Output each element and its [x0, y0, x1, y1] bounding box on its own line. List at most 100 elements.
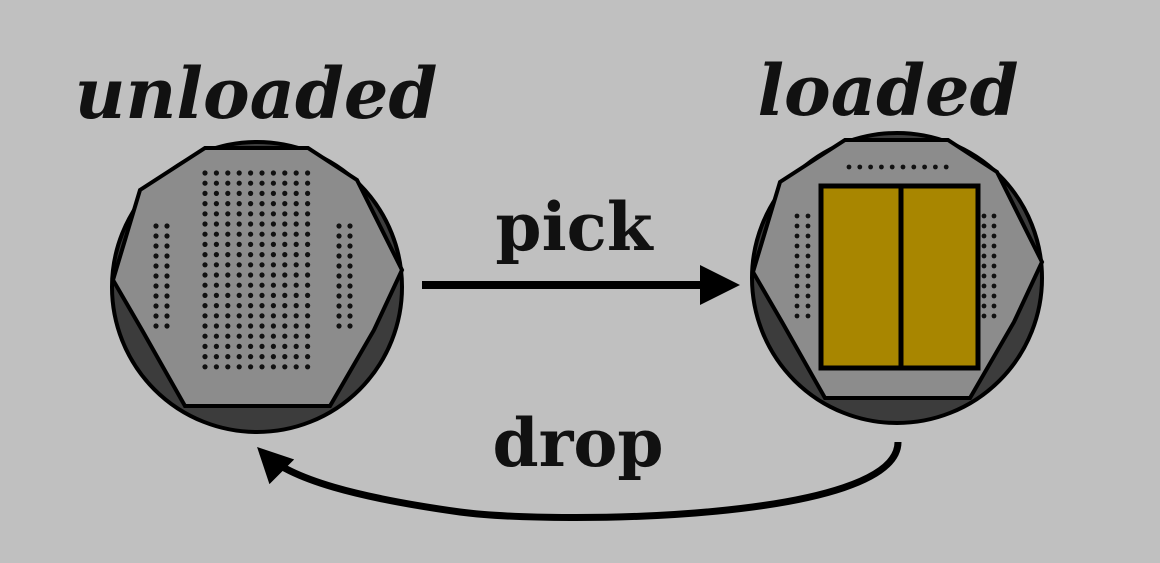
- plate-hole: [213, 180, 219, 186]
- plate-hole: [347, 273, 353, 279]
- plate-hole: [202, 231, 208, 237]
- plate-hole: [991, 213, 997, 219]
- plate-hole: [259, 282, 265, 288]
- plate-hole: [911, 164, 917, 170]
- state-label-unloaded: unloaded: [75, 52, 438, 135]
- plate-hole: [270, 303, 276, 309]
- plate-hole: [213, 241, 219, 247]
- plate-hole: [213, 262, 219, 268]
- plate-hole: [236, 231, 242, 237]
- plate-hole: [236, 333, 242, 339]
- plate-hole: [202, 252, 208, 258]
- plate-hole: [202, 241, 208, 247]
- plate-hole: [213, 211, 219, 217]
- plate-hole: [202, 343, 208, 349]
- plate-hole: [153, 293, 159, 299]
- plate-hole: [153, 323, 159, 329]
- plate-hole: [248, 201, 254, 207]
- plate-hole: [225, 333, 231, 339]
- plate-hole: [259, 201, 265, 207]
- plate-hole: [270, 313, 276, 319]
- plate-hole: [259, 303, 265, 309]
- plate-hole: [857, 164, 863, 170]
- plate-hole: [846, 164, 852, 170]
- plate-hole: [259, 343, 265, 349]
- plate-hole: [293, 282, 299, 288]
- plate-hole: [991, 223, 997, 229]
- plate-hole: [153, 313, 159, 319]
- plate-hole: [293, 364, 299, 370]
- plate-hole: [305, 313, 311, 319]
- plate-hole: [282, 231, 288, 237]
- state-label-loaded: loaded: [757, 49, 1018, 132]
- plate-hole: [991, 263, 997, 269]
- plate-hole: [305, 201, 311, 207]
- plate-hole: [248, 303, 254, 309]
- plate-hole: [336, 253, 342, 259]
- plate-hole: [259, 252, 265, 258]
- plate-hole: [259, 323, 265, 329]
- plate-hole: [981, 223, 987, 229]
- plate-hole: [225, 221, 231, 227]
- plate-hole: [225, 272, 231, 278]
- plate-hole: [236, 201, 242, 207]
- plate-hole: [305, 303, 311, 309]
- plate-hole: [225, 190, 231, 196]
- plate-hole: [213, 333, 219, 339]
- plate-hole: [293, 211, 299, 217]
- plate-hole: [282, 201, 288, 207]
- plate-hole: [305, 231, 311, 237]
- plate-hole: [305, 272, 311, 278]
- plate-hole: [981, 263, 987, 269]
- plate-hole: [805, 223, 811, 229]
- drop-arrow: [257, 441, 902, 522]
- plate-hole: [293, 292, 299, 298]
- plate-hole: [805, 273, 811, 279]
- plate-hole: [236, 323, 242, 329]
- plate-hole: [305, 190, 311, 196]
- plate-hole: [305, 252, 311, 258]
- plate-hole: [164, 273, 170, 279]
- plate-hole: [202, 364, 208, 370]
- plate-hole: [202, 282, 208, 288]
- plate-hole: [236, 211, 242, 217]
- plate-hole: [213, 201, 219, 207]
- plate-hole: [293, 343, 299, 349]
- plate-hole: [164, 303, 170, 309]
- plate-hole: [202, 354, 208, 360]
- plate-hole: [270, 272, 276, 278]
- plate-hole: [270, 262, 276, 268]
- plate-hole: [336, 273, 342, 279]
- plate-hole: [270, 241, 276, 247]
- plate-hole: [336, 243, 342, 249]
- plate-hole: [164, 223, 170, 229]
- plate-hole: [225, 252, 231, 258]
- plate-hole: [282, 323, 288, 329]
- plate-hole: [213, 313, 219, 319]
- plate-hole: [202, 272, 208, 278]
- plate-hole: [164, 233, 170, 239]
- plate-hole: [293, 262, 299, 268]
- plate-hole: [282, 343, 288, 349]
- plate-hole: [270, 323, 276, 329]
- plate-hole: [868, 164, 873, 170]
- plate-hole: [236, 364, 242, 370]
- plate-hole: [293, 190, 299, 196]
- plate-hole: [248, 252, 254, 258]
- plate-hole: [270, 201, 276, 207]
- plate-hole: [259, 364, 265, 370]
- drop-label: drop: [492, 404, 663, 482]
- plate-hole: [236, 252, 242, 258]
- plate-hole: [225, 303, 231, 309]
- plate-hole: [153, 233, 159, 239]
- plate-hole: [213, 292, 219, 298]
- plate-hole: [336, 323, 342, 329]
- plate-hole: [794, 293, 800, 299]
- plate-hole: [225, 292, 231, 298]
- plate-hole: [794, 213, 800, 219]
- plate-hole: [270, 221, 276, 227]
- plate-hole: [248, 241, 254, 247]
- plate-hole: [794, 263, 800, 269]
- plate-hole: [164, 293, 170, 299]
